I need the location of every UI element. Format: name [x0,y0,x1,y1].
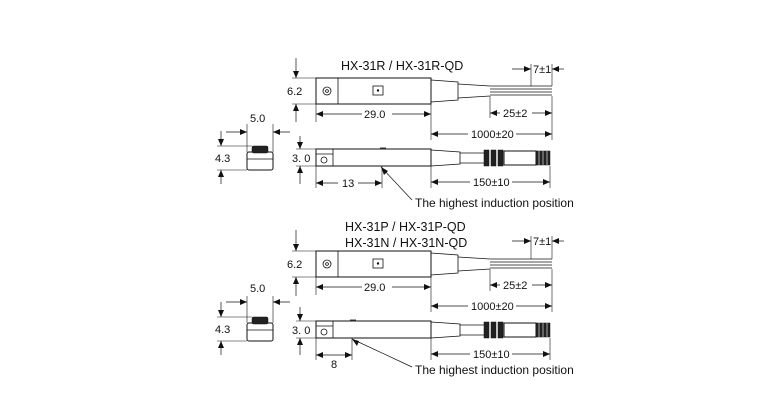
induction-offset-label: 13 [342,178,354,190]
led-window-icon [372,85,384,96]
dim-connector-length: 150±10 [430,166,551,189]
end-width-label: 5.0 [250,113,265,125]
section-1-title-line-1: HX-31R / HX-31R-QD [341,59,463,73]
cable-length-label: 1000±20 [471,301,514,313]
cable-taper [430,79,459,103]
sensor-end-view: 5.0 4.3 [215,113,290,184]
induction-note: The highest induction position [415,363,574,377]
height-label: 6.2 [287,259,302,271]
mounting-screw-icon [322,86,332,96]
section-2-title-line-1: HX-31P / HX-31P-QD [345,220,466,234]
side-height-label: 3. 0 [292,153,310,165]
mounting-screw-icon [322,259,332,269]
length-label: 29.0 [364,282,385,294]
sensor-top-view [315,77,552,105]
induction-leader: The highest induction position [380,166,574,210]
end-width-label: 5.0 [250,283,265,295]
dim-height: 6.2 [287,58,316,122]
connector-body [503,150,537,166]
length-label: 29.0 [364,109,385,121]
dim-induction-offset: 13 [315,166,383,190]
induction-leader: The highest induction position [351,338,574,377]
dim-length: 29.0 [315,104,432,140]
cable-length-label: 1000±20 [471,129,514,141]
dim-wire-strip: 7±1 [512,64,564,86]
section-1: HX-31R / HX-31R-QD 6.2 [215,58,574,210]
sensor-side-view [315,147,551,167]
dim-length: 29.0 [315,277,432,312]
sensor-body [315,77,432,105]
wire-strip-label: 7±1 [533,236,551,248]
wire-strip-label: 7±1 [533,64,551,76]
connector-length-label: 150±10 [473,349,510,361]
height-label: 6.2 [287,86,302,98]
end-profile [246,151,274,171]
sensor-top-view [315,250,552,278]
end-height-label: 4.3 [215,153,230,165]
dim-side-height: 3. 0 [292,307,316,355]
side-height-label: 3. 0 [292,325,310,337]
dim-side-height: 3. 0 [292,136,316,184]
sensor-body [315,250,432,278]
end-height-label: 4.3 [215,324,230,336]
dim-connector-length: 150±10 [430,338,551,361]
wire-lead-label: 25±2 [503,280,527,292]
dim-wire-strip: 7±1 [512,236,564,259]
dim-induction-offset: 8 [315,338,353,371]
induction-note: The highest induction position [415,196,574,210]
side-body [315,148,432,167]
section-2: HX-31P / HX-31P-QD HX-31N / HX-31N-QD 6. [215,220,574,377]
section-2-title-line-2: HX-31N / HX-31N-QD [345,236,467,250]
dim-wire-lead: 25±2 [489,269,553,312]
connector-length-label: 150±10 [473,177,510,189]
induction-offset-label: 8 [331,359,337,371]
sensor-side-view [315,319,551,339]
connector-grip [483,149,490,167]
dim-height: 6.2 [287,230,316,296]
dim-wire-lead: 25±2 [489,96,553,140]
dim-cable-length: 1000±20 [431,299,552,313]
dim-cable-length: 1000±20 [431,127,552,141]
wire-lead-label: 25±2 [503,108,527,120]
sensor-end-view: 5.0 4.3 [215,283,290,355]
led-window-icon [372,258,384,269]
